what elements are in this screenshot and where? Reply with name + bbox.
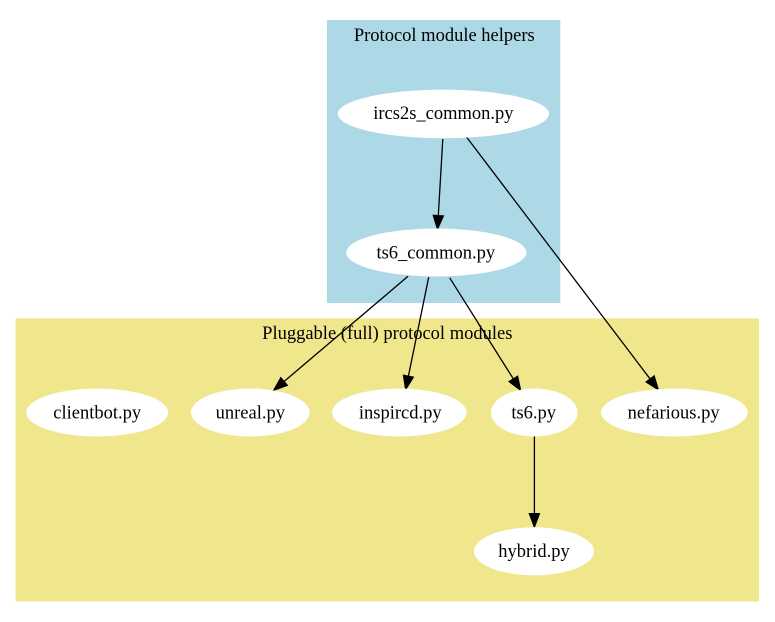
svg-text:Protocol module helpers: Protocol module helpers	[354, 26, 535, 46]
svg-text:ts6_common.py: ts6_common.py	[376, 243, 495, 263]
svg-text:inspircd.py: inspircd.py	[359, 403, 442, 423]
svg-text:nefarious.py: nefarious.py	[628, 403, 721, 423]
svg-text:Pluggable (full) protocol modu: Pluggable (full) protocol modules	[262, 324, 512, 344]
svg-text:hybrid.py: hybrid.py	[498, 542, 570, 562]
svg-text:unreal.py: unreal.py	[216, 403, 286, 423]
svg-text:ts6.py: ts6.py	[511, 403, 556, 423]
svg-text:clientbot.py: clientbot.py	[53, 403, 142, 423]
svg-text:ircs2s_common.py: ircs2s_common.py	[373, 104, 514, 124]
